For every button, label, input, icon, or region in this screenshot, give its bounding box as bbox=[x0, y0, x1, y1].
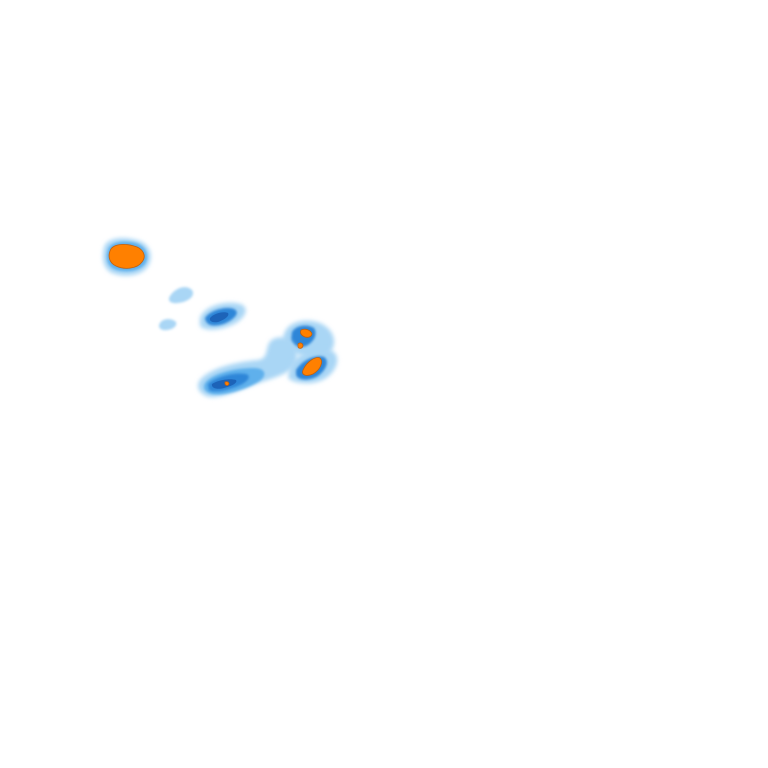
cell-central-north bbox=[200, 302, 246, 330]
cell-southwest-band bbox=[198, 337, 298, 398]
cell-east-upper bbox=[283, 320, 335, 358]
cell-small-far-west bbox=[159, 319, 177, 331]
cell-northwest bbox=[102, 238, 151, 276]
cell-east-lower bbox=[288, 348, 338, 384]
cell-small-west bbox=[168, 287, 194, 304]
